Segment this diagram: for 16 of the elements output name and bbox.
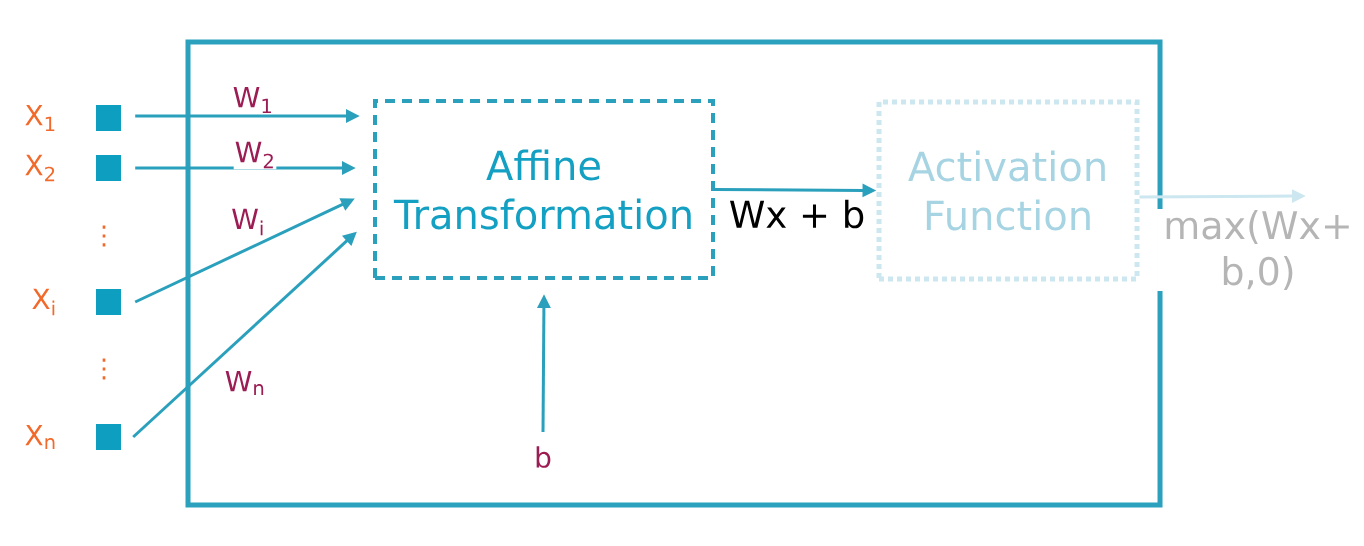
process-box: Activation Function: [876, 99, 1140, 282]
vertical-ellipsis: ⋮: [102, 358, 106, 380]
vertical-ellipsis: ⋮: [102, 225, 106, 247]
input-label: X$_{i}$: [32, 288, 55, 316]
edge-label: W$_{2}$: [233, 140, 277, 170]
process-box: Affine Transformation: [373, 99, 715, 280]
input-label: X$_{2}$: [25, 154, 55, 182]
input-label: X$_{n}$: [25, 424, 55, 450]
input-label: X$_{1}$: [25, 104, 55, 132]
edge-label: W$_{i}$: [230, 207, 266, 237]
edge-label: W$_{1}$: [231, 85, 275, 115]
edge-label: Wx + b: [727, 198, 867, 230]
edge-label: max(Wx+ b,0): [1157, 209, 1359, 291]
bias-label: b: [536, 446, 551, 468]
edge-label: W$_{n}$: [223, 369, 267, 397]
outer-box: [185, 39, 1163, 508]
